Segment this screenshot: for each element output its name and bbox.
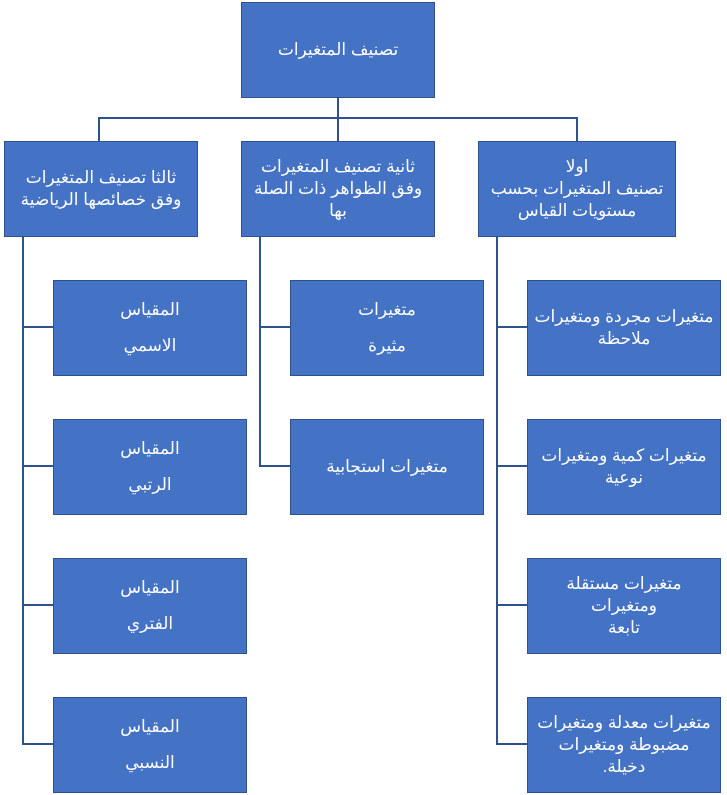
branch-3-label: ثالثا تصنيف المتغيرات وفق خصائصها الرياض…: [20, 168, 182, 209]
branch-1-child-1: متغيرات مجردة ومتغيرات ملاحظة: [527, 280, 721, 376]
branch-3-child-3: المقياس الفتري: [53, 558, 247, 654]
branch-1-label: اولا تصنيف المتغيرات بحسب مستويات القياس: [490, 157, 664, 220]
branch-1-child-4: متغيرات معدلة ومتغيرات مضبوطة ومتغيرات د…: [527, 697, 721, 793]
branch-1-child-3: متغيرات مستقلة ومتغيرات تابعة: [527, 558, 721, 654]
branch-1-child-4-label: متغيرات معدلة ومتغيرات مضبوطة ومتغيرات د…: [537, 713, 711, 776]
branch-3-child-4: المقياس النسبي: [53, 697, 247, 793]
branch-3-node: ثالثا تصنيف المتغيرات وفق خصائصها الرياض…: [4, 141, 198, 237]
root-label: تصنيف المتغيرات: [277, 40, 399, 59]
branch-1-child-3-label: متغيرات مستقلة ومتغيرات تابعة: [566, 574, 682, 637]
branch-1-child-1-label: متغيرات مجردة ومتغيرات ملاحظة: [534, 307, 714, 348]
branch-1-node: اولا تصنيف المتغيرات بحسب مستويات القياس: [478, 141, 676, 237]
branch-1-child-2: متغيرات كمية ومتغيرات نوعية: [527, 419, 721, 515]
branch-2-child-2: متغيرات استجابية: [290, 419, 484, 515]
branch-3-child-1: المقياس الاسمي: [53, 280, 247, 376]
branch-2-label: ثانية تصنيف المتغيرات وفق الظواهر ذات ال…: [253, 157, 423, 220]
branch-3-child-3-label: المقياس الفتري: [120, 578, 180, 633]
branch-2-child-2-label: متغيرات استجابية: [326, 457, 448, 476]
branch-3-child-2: المقياس الرتبي: [53, 419, 247, 515]
branch-2-node: ثانية تصنيف المتغيرات وفق الظواهر ذات ال…: [241, 141, 435, 237]
branch-3-child-1-label: المقياس الاسمي: [120, 300, 180, 355]
branch-1-child-2-label: متغيرات كمية ومتغيرات نوعية: [541, 446, 707, 487]
branch-3-child-4-label: المقياس النسبي: [120, 717, 180, 772]
branch-2-child-1: متغيرات مثيرة: [290, 280, 484, 376]
root-node: تصنيف المتغيرات: [241, 2, 435, 98]
branch-3-child-2-label: المقياس الرتبي: [120, 439, 180, 494]
branch-2-child-1-label: متغيرات مثيرة: [358, 300, 416, 355]
